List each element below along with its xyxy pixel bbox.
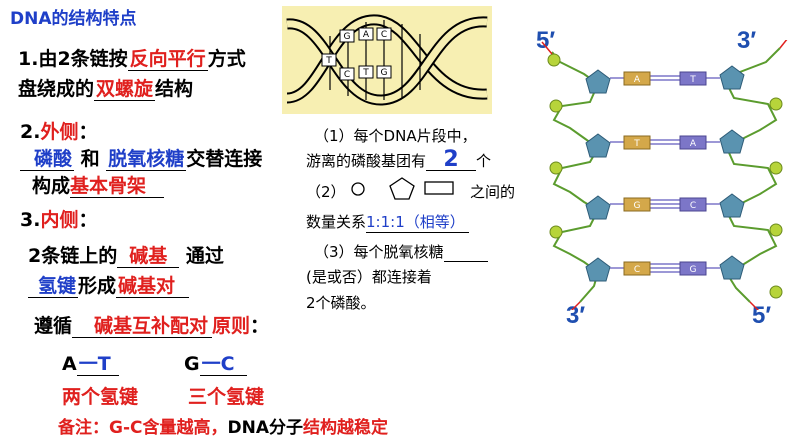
q2-line2-prefix: 数量关系 bbox=[306, 213, 367, 231]
helix-letter-4: T bbox=[362, 68, 369, 78]
point3-answer-base-pair: 碱基对 bbox=[116, 275, 190, 298]
pair-at-left: A bbox=[62, 353, 77, 375]
point3-colon: ： bbox=[78, 209, 98, 231]
ladder-base-right-2: C bbox=[690, 201, 696, 211]
q2-suffix: 之间的 bbox=[470, 183, 516, 201]
point3-line2: 氢键形成碱基对 bbox=[28, 271, 190, 298]
point1-line2-suffix: 结构 bbox=[155, 78, 194, 100]
helix-letter-5: C bbox=[381, 30, 387, 40]
pair-gc-bonds: 三个氢键 bbox=[188, 386, 265, 408]
point3-line3: 遵循碱基互补配对原则： bbox=[34, 311, 269, 338]
point1-answer-antiparallel: 反向平行 bbox=[127, 48, 208, 71]
point2-heading-text: 外侧 bbox=[40, 121, 79, 143]
point2-answer-phosphate: 磷酸 bbox=[20, 148, 75, 171]
q2-prefix: （2） bbox=[306, 183, 346, 201]
double-helix-icon: T G C A T C G bbox=[286, 14, 488, 106]
point1-answer-double-helix: 双螺旋 bbox=[94, 78, 156, 101]
note-suffix: 结构越稳定 bbox=[303, 418, 388, 438]
question2-line2: 数量关系1:1:1（相等） bbox=[306, 211, 469, 233]
point2-colon: ： bbox=[78, 121, 98, 143]
point3-heading: 3.内侧： bbox=[20, 205, 97, 232]
question1-line1: （1）每个DNA片段中， bbox=[314, 127, 477, 145]
point1-line1: 1.由2条链按反向平行方式 bbox=[18, 44, 246, 71]
point3-line1: 2条链上的碱基 通过 bbox=[28, 241, 224, 268]
point2-answer-backbone: 基本骨架 bbox=[70, 175, 165, 198]
point1-prefix: 1.由2条链按 bbox=[18, 48, 128, 70]
helix-letter-1: G bbox=[344, 32, 351, 42]
helix-letter-2: C bbox=[344, 70, 350, 80]
ladder-base-left-0: A bbox=[634, 75, 641, 85]
question3-line2: (是或否）都连接着 bbox=[306, 268, 432, 286]
ladder-base-right-0: T bbox=[689, 75, 696, 85]
point1-suffix: 方式 bbox=[207, 48, 246, 70]
question3-line1: （3）每个脱氧核糖 bbox=[314, 241, 488, 262]
note-dna: DNA分子 bbox=[227, 418, 304, 438]
point2-answer-deoxyribose: 脱氧核糖 bbox=[106, 148, 187, 171]
ladder-base-left-2: G bbox=[634, 201, 641, 211]
page-title: DNA的结构特点 bbox=[10, 9, 137, 29]
point2-suffix: 交替连接 bbox=[186, 148, 263, 170]
label-3prime-bottom: 3′ bbox=[566, 302, 586, 329]
ladder-base-left-3: C bbox=[634, 265, 640, 275]
point3-answer-bases: 碱基 bbox=[117, 245, 180, 268]
helix-letter-0: T bbox=[325, 56, 332, 66]
pair-gc-left: G bbox=[184, 353, 200, 375]
label-5prime-top: 5′ bbox=[536, 27, 556, 54]
pair-at-right: 一T bbox=[76, 353, 119, 376]
point2-line2: 构成基本骨架 bbox=[32, 171, 165, 198]
note-prefix: 备注：G-C含量越高， bbox=[58, 418, 228, 438]
point3-line1-suffix: 通过 bbox=[185, 245, 224, 267]
helix-letter-3: A bbox=[363, 30, 370, 40]
question3-line3: 2个磷酸。 bbox=[306, 294, 376, 312]
point3-line2-mid: 形成 bbox=[78, 275, 117, 297]
q1-suffix: 个 bbox=[476, 152, 492, 170]
q2-shapes bbox=[351, 177, 454, 200]
point3-line3-prefix: 遵循 bbox=[34, 315, 73, 337]
point2-num: 2. bbox=[20, 121, 41, 143]
ladder-base-right-1: A bbox=[690, 139, 697, 149]
point3-line3-colon: ： bbox=[250, 315, 270, 337]
question2-line1: （2） bbox=[306, 181, 346, 202]
label-3prime-top: 3′ bbox=[737, 27, 757, 54]
deoxyribose-pentagon-icon bbox=[389, 177, 415, 200]
point3-num: 3. bbox=[20, 209, 41, 231]
point3-answer-complementary: 碱基互补配对 bbox=[72, 315, 213, 338]
note: 备注：G-C含量越高，DNA分子结构越稳定 bbox=[58, 413, 388, 438]
q1-prefix: 游离的磷酸基团有 bbox=[306, 152, 427, 170]
point2-line1: 磷酸 和 脱氧核糖交替连接 bbox=[20, 144, 262, 171]
point2-heading: 2.外侧： bbox=[20, 117, 97, 144]
point3-answer-hydrogen-bond: 氢键 bbox=[28, 275, 79, 298]
q2-answer: 1:1:1（相等） bbox=[366, 211, 469, 233]
dna-ladder-diagram: A T T A G C C G bbox=[541, 40, 788, 310]
point1-line2: 盘绕成的双螺旋结构 bbox=[18, 74, 193, 101]
helix-letter-6: G bbox=[381, 68, 388, 78]
q3-line1: （3）每个脱氧核糖 bbox=[314, 243, 444, 261]
pair-gc-right: 一C bbox=[199, 353, 247, 376]
ladder-base-left-1: T bbox=[633, 139, 640, 149]
base-rectangle-icon bbox=[424, 181, 454, 195]
point3-line1-prefix: 2条链上的 bbox=[28, 245, 118, 267]
point2-and: 和 bbox=[80, 148, 100, 170]
point1-line2-prefix: 盘绕成的 bbox=[18, 78, 95, 100]
point3-line3-suffix: 原则 bbox=[212, 315, 251, 337]
double-helix-image: T G C A T C G bbox=[282, 6, 492, 114]
q1-answer: 2 bbox=[443, 147, 459, 172]
point2-line2-prefix: 构成 bbox=[32, 175, 71, 197]
point3-heading-text: 内侧 bbox=[40, 209, 79, 231]
pair-at-bonds: 两个氢键 bbox=[62, 386, 139, 408]
ladder-base-right-3: G bbox=[690, 265, 697, 275]
phosphate-circle-icon bbox=[351, 182, 365, 196]
